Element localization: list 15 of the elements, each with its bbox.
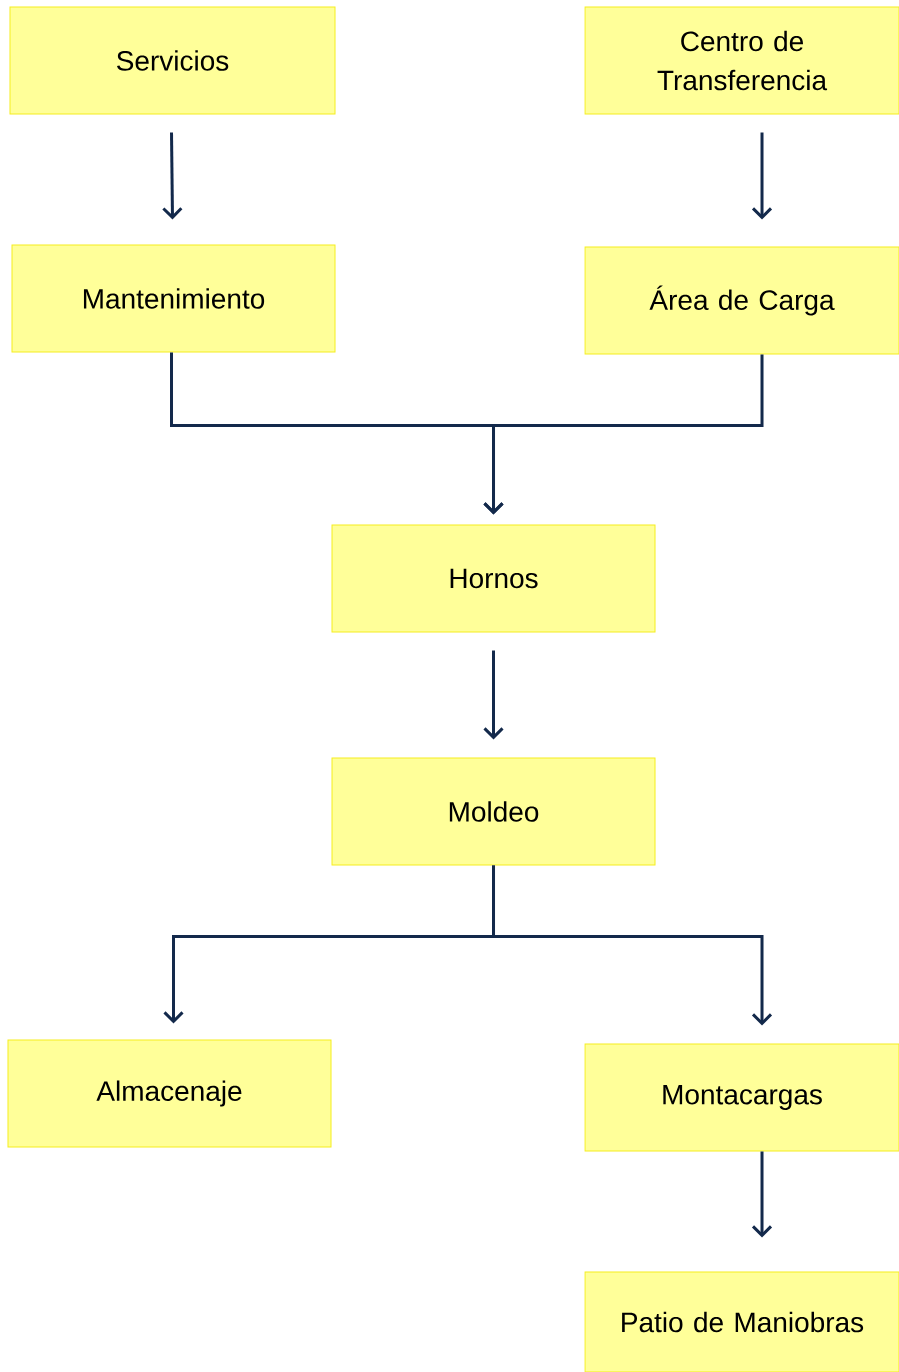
arrow — [751, 132, 773, 220]
arrow — [492, 865, 773, 1026]
process-box: Montacargas — [584, 1043, 899, 1152]
process-box: Patio de Maniobras — [584, 1271, 899, 1372]
arrow — [483, 354, 764, 515]
process-box: Almacenaje — [7, 1039, 332, 1148]
process-box: Área de Carga — [584, 246, 899, 355]
process-box: Centro de Transferencia — [584, 6, 899, 115]
arrow — [751, 1151, 773, 1238]
arrow — [162, 132, 183, 220]
process-box: Moldeo — [331, 757, 656, 866]
process-box: Mantenimiento — [11, 244, 336, 353]
arrow — [483, 650, 504, 740]
process-box: Hornos — [331, 524, 656, 633]
process-box: Servicios — [9, 6, 336, 115]
